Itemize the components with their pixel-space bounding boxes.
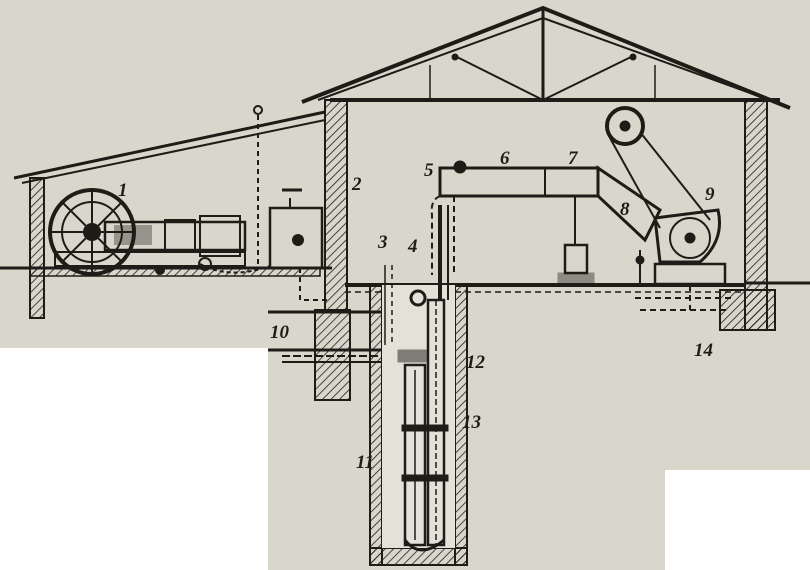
label-14: 14 <box>694 340 713 361</box>
label-4: 4 <box>407 236 418 257</box>
main-building-walls <box>314 99 776 401</box>
boiler <box>199 105 330 301</box>
label-2: 2 <box>351 174 362 195</box>
label-7: 7 <box>568 148 579 169</box>
fan-unit <box>605 106 727 286</box>
label-5: 5 <box>424 160 434 181</box>
label-9: 9 <box>705 184 715 205</box>
label-8: 8 <box>620 199 630 220</box>
pump-column <box>384 205 449 552</box>
roof-truss <box>301 5 791 110</box>
label-12: 12 <box>466 352 486 373</box>
label-10: 10 <box>270 322 290 343</box>
labels: 1 2 3 4 5 6 7 8 9 10 11 12 13 14 <box>118 148 715 473</box>
label-1: 1 <box>118 180 128 201</box>
steam-engine <box>48 188 247 276</box>
label-13: 13 <box>462 412 481 433</box>
left-shed <box>13 110 326 319</box>
air-duct <box>430 160 662 275</box>
label-11: 11 <box>356 452 374 473</box>
label-3: 3 <box>377 232 388 253</box>
motor-stand <box>557 196 595 284</box>
drain-pipe <box>635 285 735 311</box>
label-6: 6 <box>500 148 510 169</box>
